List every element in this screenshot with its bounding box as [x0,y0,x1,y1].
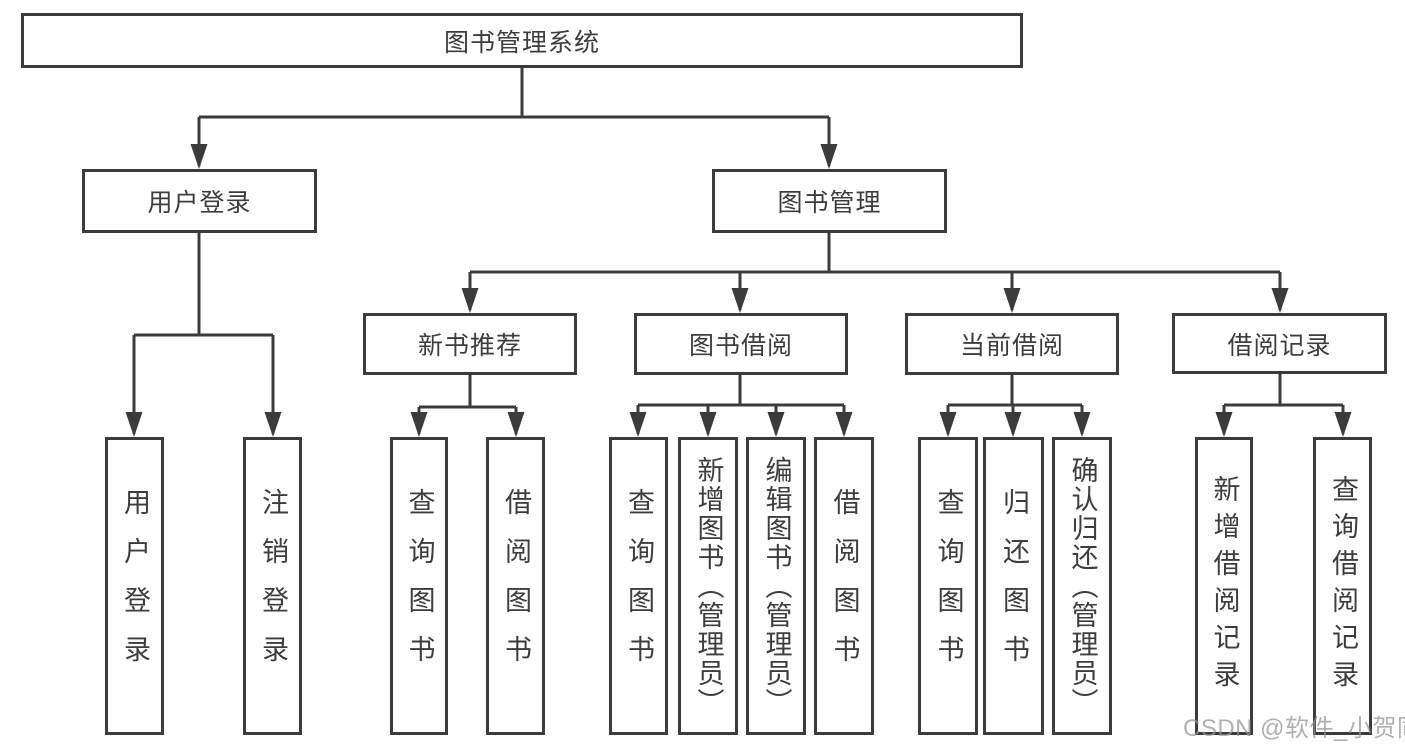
leaf-edit-book-admin: 编辑图书（管理员） [746,437,806,735]
node-current-borrow: 当前借阅 [905,313,1119,375]
node-book-management: 图书管理 [712,169,947,233]
leaf-add-book-admin: 新增图书（管理员） [678,437,738,735]
leaf-borrow-books: 借阅图书 [814,437,874,735]
leaf-borrow-books-recommend: 借阅图书 [486,437,545,735]
leaf-query-books-recommend: 查询图书 [390,437,448,735]
leaf-return-book: 归还图书 [983,437,1044,735]
node-borrow-records: 借阅记录 [1172,313,1387,374]
node-book-borrow: 图书借阅 [634,313,848,375]
leaf-query-books-borrow: 查询图书 [609,437,668,735]
node-root: 图书管理系统 [21,13,1023,68]
leaf-query-books-current: 查询图书 [918,437,978,735]
leaf-user-login: 用户登录 [105,437,164,735]
node-new-book-recommend: 新书推荐 [363,313,577,375]
leaf-query-borrow-record: 查询借阅记录 [1313,437,1372,735]
leaf-add-borrow-record: 新增借阅记录 [1195,437,1253,735]
leaf-confirm-return-admin: 确认归还（管理员） [1052,437,1112,735]
node-user-login: 用户登录 [82,169,317,233]
csdn-watermark: CSDN @软件_小贺同学 [1183,715,1405,742]
leaf-logout: 注销登录 [243,437,302,735]
